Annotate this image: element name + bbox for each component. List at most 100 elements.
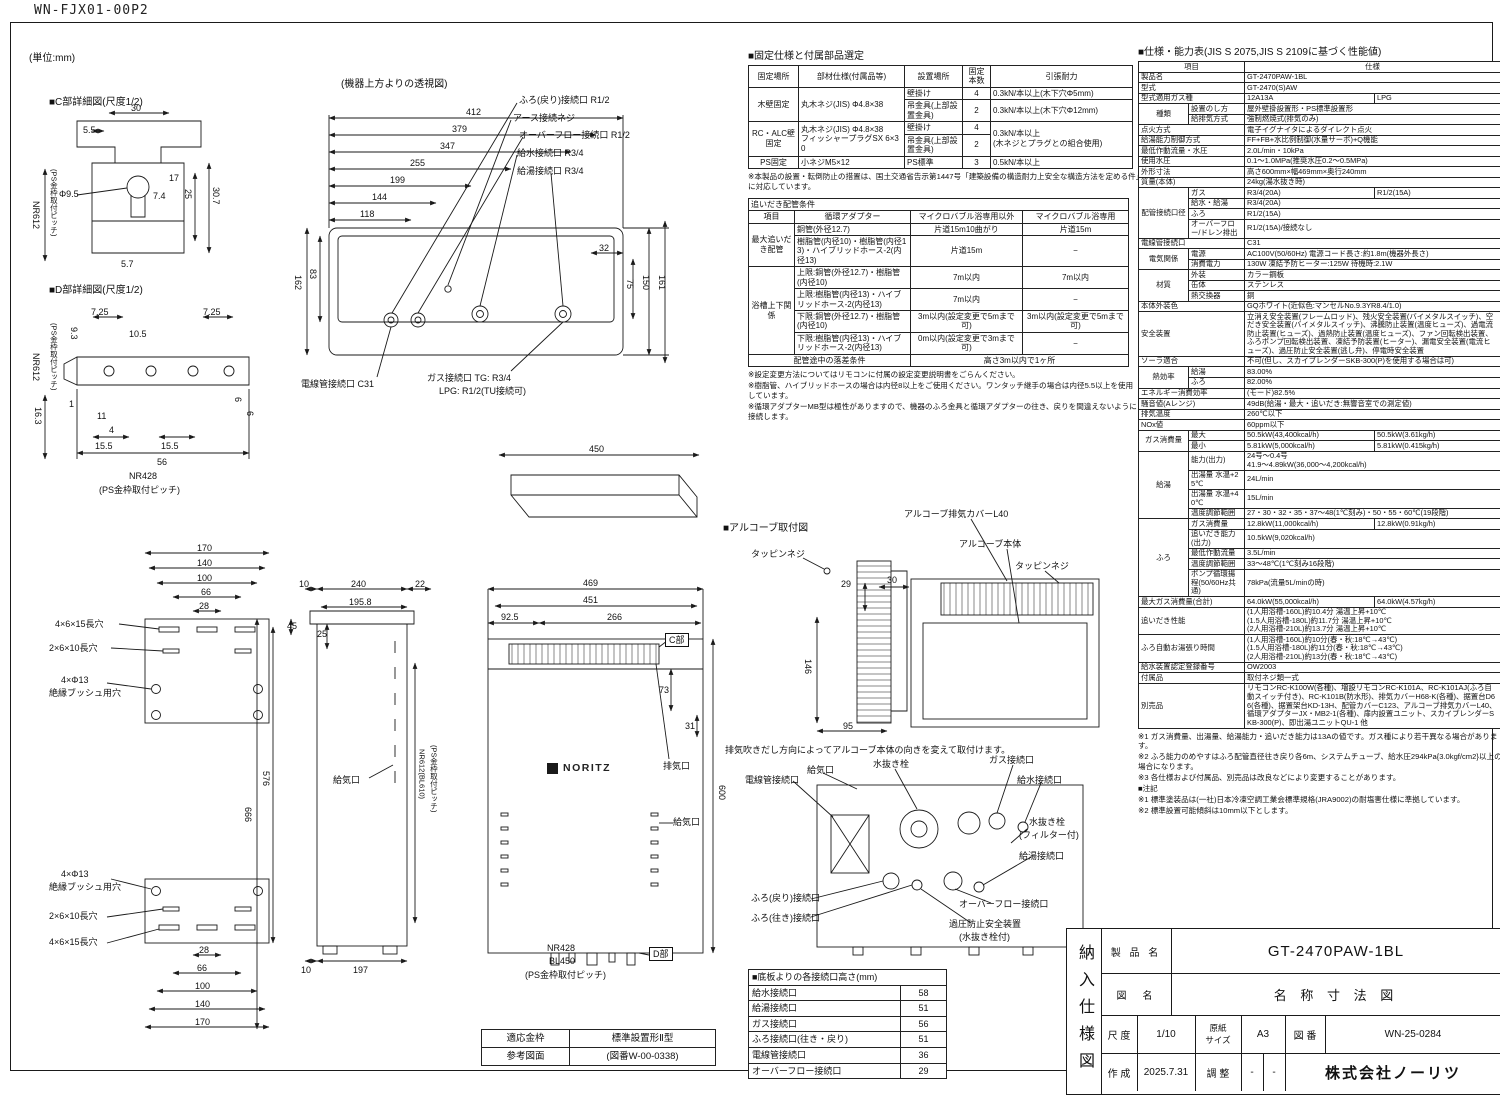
table-cell: 仕様 [1244, 61, 1500, 73]
table-cell: ふろ [1187, 208, 1246, 220]
annotation-label: 161 [657, 275, 668, 291]
table-cell: 50.5kW(3.61kg/h) [1374, 429, 1500, 442]
annotation-label: 30 [131, 103, 142, 113]
table-cell: 給排気方式 [1187, 113, 1246, 126]
table-cell: 2.0L/min・10kPa [1244, 145, 1500, 157]
table-cell: ふろ [1138, 518, 1189, 598]
annotation-label: オーバーフロー接続口 R1/2 [519, 130, 630, 140]
annotation-label: 7.4 [153, 191, 166, 201]
table-cell: ふろ接続口(往き・戻り) [748, 1031, 901, 1049]
annotation-label: 10 [299, 579, 310, 589]
annotation-label: ■D部詳細図(尺度1/2) [49, 285, 143, 296]
table-cell: (図番W-00-0338) [569, 1047, 716, 1067]
annotation-label: 6 [245, 411, 256, 417]
annotation-label: 28 [199, 601, 210, 611]
table-cell: 電線管接続口 [748, 1047, 901, 1064]
annotation-label: 排気吹きだし方向によってアルコーブ本体の向きを変えて取付けます。 [725, 745, 1011, 755]
table-cell: 固定場所 [748, 65, 799, 88]
annotation-label: 73 [659, 685, 670, 695]
spec-notes: ※1 ガス消費量、出湯量、給湯能力・追いだき能力は13Aの値です。ガス種により若… [1138, 732, 1500, 816]
table-cell: 型式適用ガス種 [1137, 92, 1246, 105]
annotation-label: 電線管接続口 C31 [301, 379, 375, 389]
scale-label: 尺 度 [1101, 1015, 1138, 1054]
table-cell: GT-2470PAW-1BL [1244, 71, 1500, 84]
adjust-value-2: - [1263, 1053, 1286, 1091]
table-cell: 追いだき能力(出力) [1187, 528, 1246, 549]
annotation-label: 412 [466, 107, 482, 117]
table-cell: 50.5kW(43,400kcal/h) [1244, 429, 1376, 442]
annotation-label: 4×6×15長穴 [55, 619, 104, 629]
annotation-label: 450 [589, 444, 605, 454]
table-cell: 銅 [1244, 290, 1500, 302]
fixing-notes: ※本製品の設置・転倒防止の措置は、国土交通省告示第1447号「建築設備の構造耐力… [748, 172, 1140, 192]
table-cell: 最大ガス消費量(合計) [1137, 596, 1246, 608]
table-cell: 最小 [1187, 440, 1246, 452]
table-cell: 0.3kN/本以上(木下穴Φ5mm) [990, 86, 1133, 101]
annotation-label: ふろ(戻り)接続口 [751, 893, 820, 903]
table-cell: 15L/min [1244, 488, 1500, 509]
table-cell: 給水接続口 [748, 984, 901, 1002]
paper-size-label: 原紙 サイズ [1195, 1015, 1242, 1054]
annotation-label: オーバーフロー接続口 [959, 899, 1049, 909]
table-cell: 使用水圧 [1137, 155, 1246, 168]
table-cell: R1/2(15A) [1374, 187, 1500, 199]
drawing-number-label: 図 番 [1285, 1015, 1326, 1054]
table-cell: 12A13A [1244, 92, 1376, 105]
table-cell: 下限:銅管(外径12.7)・樹脂管(内径10) [794, 310, 911, 333]
table-cell: 丸木ネジ(JIS) Φ4.8×38 [798, 86, 905, 123]
note-line: ※2 標準設置可能傾斜は10mm以下とします。 [1138, 805, 1293, 815]
table-cell: 設置のし方 [1187, 103, 1246, 115]
annotation-label: 31 [685, 721, 696, 731]
annotation-label: 15.5 [95, 441, 113, 451]
table-cell: 樹脂管(内径10)・樹脂管(内径13)・ハイブリッドホース-2(内径13) [794, 234, 911, 268]
table-cell: 5.81kW(0.415kg/h) [1374, 440, 1500, 452]
annotation-label: アルコーブ本体 [959, 539, 1022, 549]
annotation-label: 10.5 [129, 329, 147, 339]
annotation-label: 83 [308, 269, 319, 280]
table-cell: 吊金具(上部設置金具) [904, 133, 963, 157]
table-cell: 3m以内(設定変更で5mまで可) [910, 310, 1023, 333]
table-cell: 給湯能力制御方式 [1137, 134, 1246, 147]
annotation-label: (PS金枠取付ピッチ) [99, 485, 181, 495]
table-cell: 能力(出力) [1187, 450, 1246, 471]
table-cell: 82.00% [1244, 377, 1500, 389]
table-cell: 0.3kN/本以上 (木ネジとプラグとの組合使用) [990, 121, 1133, 157]
table-cell: 排気温度 [1137, 408, 1246, 421]
table-cell: 33〜48℃(1℃刻み16段階) [1244, 558, 1500, 570]
table-cell: LPG [1374, 92, 1500, 105]
annotation-label: (水抜き栓付) [959, 932, 1010, 942]
annotation-label: 給水接続口 R3/4 [517, 148, 584, 158]
drawing-number-value: WN-25-0284 [1325, 1015, 1500, 1054]
annotation-label: 32 [599, 243, 610, 253]
annotation-label: 22 [415, 579, 426, 589]
annotation-label: NR612(BL610) [417, 749, 427, 800]
annotation-label: (フィルター付) [1019, 830, 1079, 840]
annotation-label: (PS金枠取付ピッチ) [429, 745, 439, 813]
table-cell: 項目 [748, 210, 795, 224]
table-cell: 3.5L/min [1244, 547, 1500, 560]
table-cell: GQホワイト(近似色:マンセルNo.9.3YR8.4/1.0) [1244, 300, 1500, 313]
title-block: 納入仕様図 製 品 名 GT-2470PAW-1BL 図 名 名 称 寸 法 図… [1066, 928, 1500, 1095]
annotation-label: タッピンネジ [751, 549, 805, 559]
annotation-label: 6 [233, 397, 244, 403]
annotation-label: 16.3 [33, 407, 44, 425]
annotation-label: 7.25 [91, 307, 109, 317]
table-cell: 3m以内(設定変更で5mまで可) [1022, 310, 1129, 333]
table-cell: 10.5kW(9,020kcal/h) [1244, 528, 1500, 549]
table-cell: ガス消費量 [1187, 518, 1246, 530]
table-cell: 最低作動流量 [1187, 547, 1246, 560]
table-cell: 4 [962, 86, 991, 101]
table-cell: ガス [1187, 187, 1246, 199]
created-date-value: 2025.7.31 [1137, 1053, 1196, 1091]
annotation-label: ■C部詳細図(尺度1/2) [49, 97, 143, 108]
frame-compat-table: 適応金枠標準設置形Ⅱ型参考図面(図番W-00-0338) [481, 1028, 716, 1067]
annotation-label: 5.7 [121, 259, 134, 269]
table-cell: 木壁固定 [748, 86, 799, 123]
table-cell: R3/4(20A) [1244, 197, 1500, 210]
table-cell: 24L/min [1244, 469, 1500, 490]
table-cell: 出湯量 水温+25℃ [1187, 469, 1246, 490]
table-cell: 騒音値(Aレンジ) [1137, 398, 1246, 410]
annotation-label: 絶縁ブッシュ用穴 [49, 882, 122, 892]
table-cell: − [1022, 331, 1129, 355]
